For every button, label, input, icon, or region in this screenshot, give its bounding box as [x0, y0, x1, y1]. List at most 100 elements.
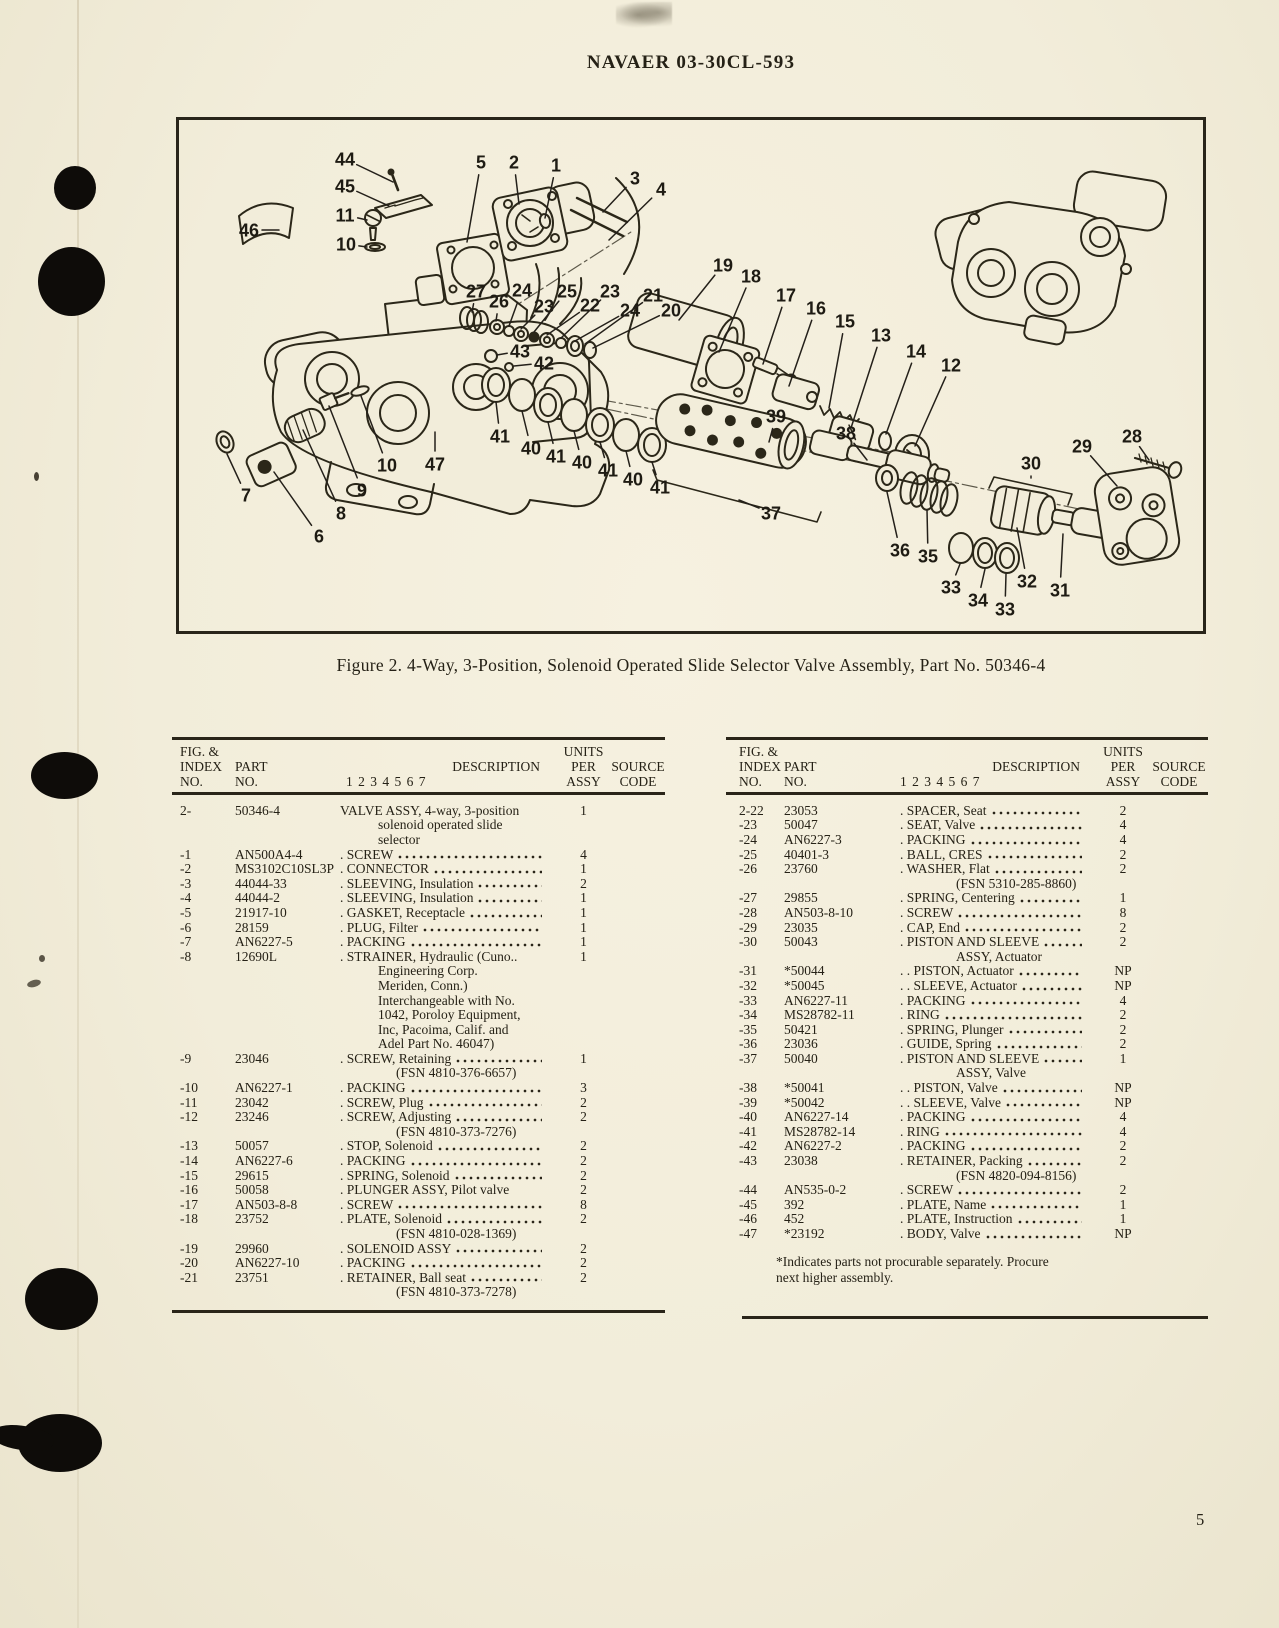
callout-number: 24 — [512, 281, 532, 301]
callout-number: 41 — [490, 427, 510, 447]
callout-leader — [533, 300, 560, 333]
callout-leader — [651, 461, 657, 476]
callout-leader — [678, 274, 716, 321]
punch-hole — [54, 166, 96, 210]
valve-sleeve-drawing — [652, 393, 822, 523]
punch-hole — [31, 752, 98, 799]
callout-leader — [356, 217, 368, 221]
paper-speck — [34, 472, 39, 481]
callout-leader — [547, 421, 554, 445]
valve-body-drawing — [263, 263, 611, 516]
callout-leader — [954, 563, 961, 576]
callout-number: 9 — [357, 481, 367, 501]
callout-leader — [495, 401, 500, 424]
callout-number: 8 — [336, 504, 346, 524]
callout-number: 18 — [741, 267, 761, 287]
callout-number: 44 — [335, 150, 355, 170]
callout-number: 30 — [1021, 454, 1041, 474]
callout-leader — [1089, 455, 1118, 487]
callout-leader — [273, 471, 313, 527]
col-header-source: SOURCE — [611, 758, 665, 774]
callout-number: 12 — [941, 356, 961, 376]
callout-number: 3 — [630, 169, 640, 189]
callout-leader — [520, 314, 536, 330]
callout-number: 19 — [713, 256, 733, 276]
callout-leader — [584, 301, 644, 345]
callout-number: 36 — [890, 541, 910, 561]
callout-leader — [573, 430, 580, 451]
callout-leader — [1059, 533, 1064, 578]
callout-leader — [358, 245, 368, 248]
callout-number: 41 — [546, 447, 566, 467]
callout-number: 42 — [534, 354, 554, 374]
solenoid-chain — [627, 292, 930, 476]
callout-leader — [466, 174, 480, 243]
pencil-mark — [616, 2, 672, 28]
callout-number: 10 — [336, 235, 356, 255]
callout-number: 40 — [572, 453, 592, 473]
callout-leader — [886, 491, 898, 539]
table-rule — [726, 792, 1208, 795]
callout-leader — [926, 509, 929, 544]
callout-number: 10 — [377, 456, 397, 476]
callout-leader — [768, 427, 774, 443]
callout-number: 26 — [489, 292, 509, 312]
callout-number: 41 — [650, 478, 670, 498]
col-header-part: PART — [235, 758, 268, 774]
callout-leader — [850, 346, 878, 429]
callout-leader — [828, 333, 844, 409]
callout-leader — [226, 453, 242, 484]
callout-number: 41 — [598, 461, 618, 481]
callout-number: 29 — [1072, 437, 1092, 457]
table-bottom-rule — [172, 1310, 665, 1313]
callout-number: 23 — [534, 297, 554, 317]
callout-leader — [514, 174, 520, 205]
col-header-item-levels: 1 2 3 4 5 6 7 — [346, 774, 427, 789]
callout-number: 11 — [335, 206, 354, 226]
callout-leader — [625, 450, 631, 468]
table-rule — [172, 737, 665, 740]
small-parts-bottom-left — [215, 385, 370, 488]
document-number: NAVAER 03-30CL-593 — [586, 52, 796, 73]
callout-number: 6 — [314, 527, 324, 547]
callout-number: 32 — [1017, 572, 1037, 592]
callout-number: 46 — [239, 221, 259, 241]
callout-number: 20 — [661, 301, 681, 321]
callout-number: 39 — [766, 407, 786, 427]
table-header: FIG. & UNITS INDEX PART DESCRIPTION PER … — [172, 740, 665, 793]
callout-number: 45 — [335, 177, 355, 197]
callout-leader — [355, 163, 394, 183]
callout-leader — [608, 197, 653, 241]
callout-leader — [560, 299, 602, 339]
table-rule — [726, 737, 1208, 740]
footnote: *Indicates parts not procurable separate… — [776, 1253, 1049, 1285]
